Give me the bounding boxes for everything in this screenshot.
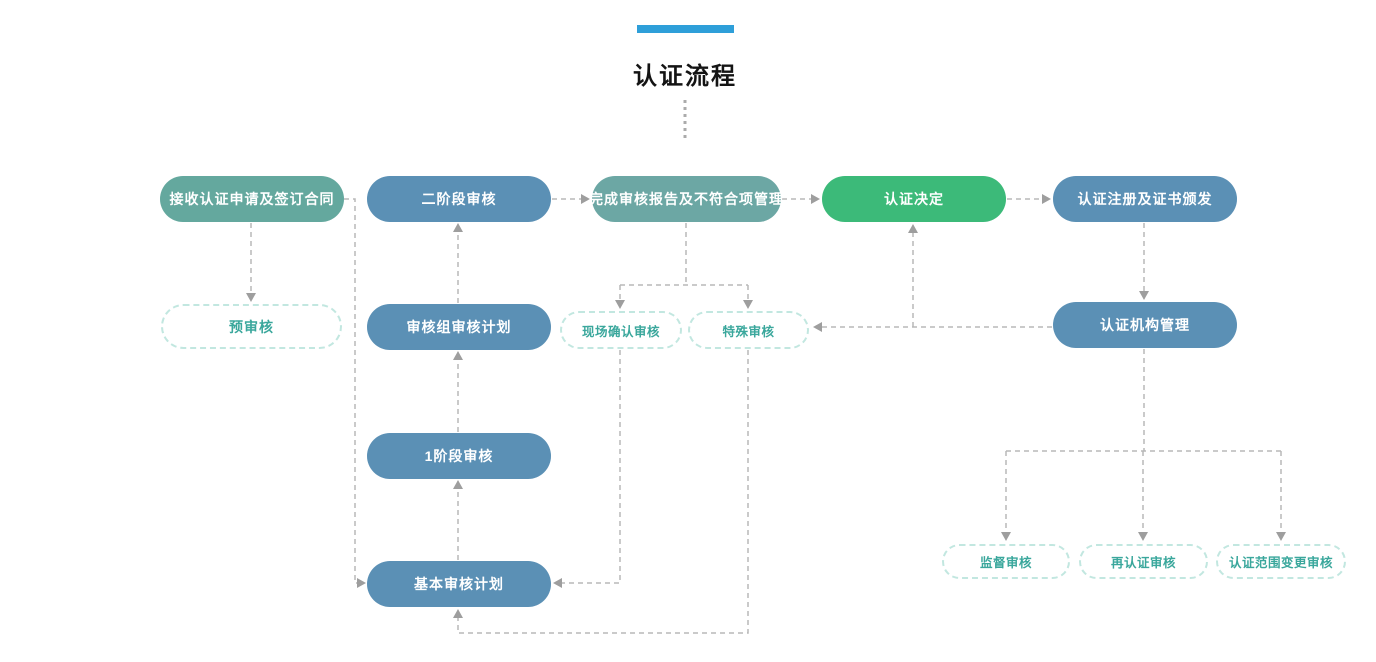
node-onsite-confirm-audit: 现场确认审核	[560, 311, 682, 349]
title-accent-bar	[637, 25, 734, 33]
node-pre-audit: 预审核	[161, 304, 342, 349]
node-cb-management: 认证机构管理	[1053, 302, 1237, 348]
node-basic-audit-plan: 基本审核计划	[367, 561, 551, 607]
node-special-audit: 特殊审核	[688, 311, 809, 349]
node-certification-decision: 认证决定	[822, 176, 1006, 222]
node-recertification-audit: 再认证审核	[1079, 544, 1208, 579]
node-scope-change-audit: 认证范围变更审核	[1216, 544, 1346, 579]
page-title: 认证流程	[633, 63, 737, 90]
node-registration-certificate: 认证注册及证书颁发	[1053, 176, 1237, 222]
node-receive-application: 接收认证申请及签订合同	[160, 176, 344, 222]
node-stage1-audit: 1阶段审核	[367, 433, 551, 479]
node-surveillance-audit: 监督审核	[942, 544, 1070, 579]
node-audit-team-plan: 审核组审核计划	[367, 304, 551, 350]
node-audit-report: 完成审核报告及不符合项管理	[589, 176, 783, 222]
node-stage2-audit: 二阶段审核	[367, 176, 551, 222]
